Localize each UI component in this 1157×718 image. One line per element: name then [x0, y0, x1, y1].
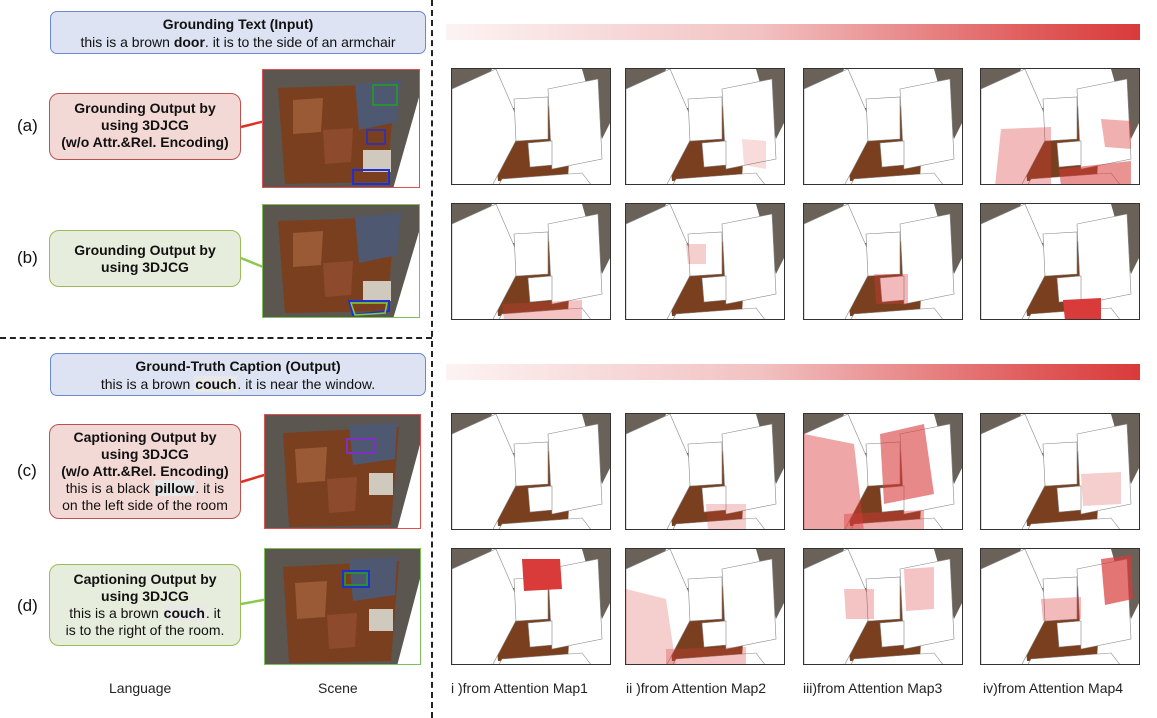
attention-map-r4-c1	[451, 548, 611, 665]
column-caption-1: i )from Attention Map1	[451, 680, 588, 696]
attention-colorbar-top	[446, 24, 1140, 40]
attention-map-r3-c3	[803, 413, 963, 530]
caption-keyword-c: pillow	[153, 480, 196, 496]
row-label-d: (d)	[17, 596, 38, 615]
horizontal-separator	[0, 337, 432, 339]
captioning-output-box-c: Captioning Output by using 3DJCG (w/o At…	[49, 424, 241, 519]
row-label-c: (c)	[17, 461, 37, 480]
row-label-b: (b)	[17, 248, 38, 267]
scene-label: Scene	[318, 680, 358, 696]
scene-image-b	[262, 204, 420, 318]
attention-map-r3-c4	[980, 413, 1140, 530]
ground-truth-caption-title: Ground-Truth Caption (Output)	[135, 358, 341, 374]
attention-map-r1-c1	[451, 68, 611, 185]
attention-map-r4-c4	[980, 548, 1140, 665]
grounding-keyword: door	[173, 34, 205, 50]
scene-image-a	[262, 69, 420, 188]
attention-map-r2-c2	[625, 203, 785, 320]
caption-keyword-d: couch	[162, 605, 206, 621]
attention-map-r1-c2	[625, 68, 785, 185]
attention-map-r4-c2	[625, 548, 785, 665]
scene-image-c	[264, 414, 421, 529]
column-caption-3: iii)from Attention Map3	[803, 680, 943, 696]
grounding-output-box-a: Grounding Output by using 3DJCG (w/o Att…	[49, 93, 241, 160]
ground-truth-caption-sentence: this is a brown couch. it is near the wi…	[100, 376, 376, 392]
attention-map-r2-c3	[803, 203, 963, 320]
attention-map-r4-c3	[803, 548, 963, 665]
scene-image-d	[264, 548, 421, 665]
grounding-text-box: Grounding Text (Input) this is a brown d…	[50, 11, 426, 54]
vertical-separator	[431, 0, 433, 718]
row-label-a: (a)	[17, 116, 38, 135]
attention-map-r3-c2	[625, 413, 785, 530]
grounding-text-sentence: this is a brown door. it is to the side …	[80, 34, 396, 50]
captioning-output-box-d: Captioning Output by using 3DJCG this is…	[49, 564, 241, 646]
attention-colorbar-bottom	[446, 364, 1140, 380]
language-label: Language	[109, 680, 172, 696]
column-caption-2: ii )from Attention Map2	[626, 680, 767, 696]
ground-truth-caption-box: Ground-Truth Caption (Output) this is a …	[50, 353, 426, 396]
grounding-text-title: Grounding Text (Input)	[162, 16, 314, 32]
attention-map-r2-c1	[451, 203, 611, 320]
grounding-output-box-b: Grounding Output by using 3DJCG	[49, 230, 241, 287]
attention-map-r2-c4	[980, 203, 1140, 320]
attention-map-r3-c1	[451, 413, 611, 530]
column-caption-4: iv)from Attention Map4	[983, 680, 1124, 696]
ground-truth-keyword: couch	[194, 376, 238, 392]
attention-map-r1-c3	[803, 68, 963, 185]
attention-map-r1-c4	[980, 68, 1140, 185]
